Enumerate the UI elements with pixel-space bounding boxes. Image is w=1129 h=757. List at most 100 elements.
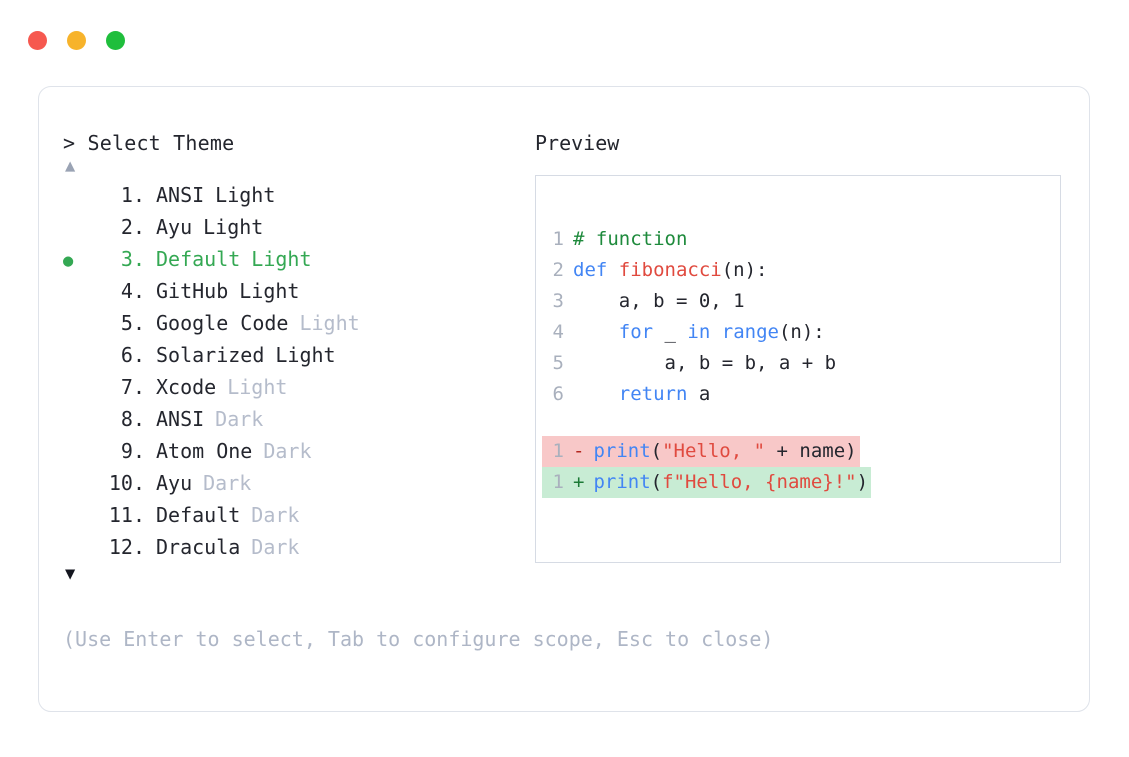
theme-item-number: 1. bbox=[120, 183, 145, 207]
code-line: 3 a, b = 0, 1 bbox=[542, 286, 1060, 317]
theme-item-variant: Dark bbox=[251, 535, 300, 559]
code-token: f"Hello, {name}!" bbox=[662, 471, 857, 493]
theme-list-item[interactable]: 12. Dracula Dark bbox=[63, 531, 533, 563]
theme-item-variant: Dark bbox=[263, 439, 312, 463]
bullet-placeholder bbox=[63, 405, 93, 437]
diff-marker: - bbox=[573, 440, 585, 462]
minimize-window-button[interactable] bbox=[67, 31, 86, 50]
theme-item-name: ANSI bbox=[156, 407, 205, 431]
theme-item-name: Ayu bbox=[156, 471, 193, 495]
diff-line-text: print("Hello, " + name) bbox=[593, 436, 856, 467]
code-line-number: 5 bbox=[552, 352, 564, 374]
theme-item-variant: Light bbox=[299, 311, 360, 335]
code-line-number: 4 bbox=[552, 321, 564, 343]
diff-marker: + bbox=[573, 471, 585, 493]
theme-item-name: Ayu bbox=[156, 215, 193, 239]
theme-item-name: Dracula bbox=[156, 535, 241, 559]
code-line-text: for _ in range(n): bbox=[564, 317, 825, 348]
theme-item-variant: Light bbox=[275, 343, 336, 367]
theme-list-item[interactable]: 6. Solarized Light bbox=[63, 339, 533, 371]
code-token: a, b = 0, 1 bbox=[573, 290, 745, 312]
theme-item-variant: Light bbox=[239, 279, 300, 303]
bullet-placeholder bbox=[63, 341, 93, 373]
theme-item-variant: Dark bbox=[251, 503, 300, 527]
diff-line-text: print(f"Hello, {name}!") bbox=[593, 467, 868, 498]
code-line: 5 a, b = b, a + b bbox=[542, 348, 1060, 379]
code-token: (n): bbox=[778, 321, 825, 343]
bullet-placeholder bbox=[63, 213, 93, 245]
code-spacer bbox=[542, 410, 1060, 436]
scroll-down-arrow-icon[interactable]: ▼ bbox=[65, 564, 76, 584]
theme-item-variant: Light bbox=[251, 247, 312, 271]
keyboard-hint: (Use Enter to select, Tab to configure s… bbox=[63, 627, 774, 651]
theme-item-variant: Light bbox=[203, 215, 264, 239]
theme-item-number: 10. bbox=[108, 471, 145, 495]
code-token: for bbox=[618, 321, 654, 343]
code-line-number: 2 bbox=[552, 259, 564, 281]
bullet-placeholder bbox=[63, 501, 93, 533]
bullet-placeholder bbox=[63, 277, 93, 309]
code-token: a, b = b, a + b bbox=[573, 352, 837, 374]
bullet-placeholder bbox=[63, 469, 93, 501]
code-line: 6 return a bbox=[542, 379, 1060, 410]
bullet-placeholder bbox=[63, 309, 93, 341]
code-line-text: return a bbox=[564, 379, 711, 410]
code-line-number: 6 bbox=[552, 383, 564, 405]
theme-item-number: 4. bbox=[120, 279, 145, 303]
theme-item-variant: Dark bbox=[215, 407, 264, 431]
theme-item-name: Solarized bbox=[156, 343, 265, 367]
code-token: + name) bbox=[765, 440, 857, 462]
bullet-placeholder bbox=[63, 437, 93, 469]
code-token bbox=[573, 383, 619, 405]
selected-bullet-icon: ● bbox=[63, 251, 74, 271]
theme-item-name: GitHub bbox=[156, 279, 229, 303]
theme-item-number: 6. bbox=[120, 343, 145, 367]
diff-line-number: 1 bbox=[552, 471, 564, 493]
theme-list-item[interactable]: 4. GitHub Light bbox=[63, 275, 533, 307]
theme-item-number: 12. bbox=[108, 535, 145, 559]
bullet-placeholder bbox=[63, 181, 93, 213]
code-token: (n): bbox=[721, 259, 768, 281]
close-window-button[interactable] bbox=[28, 31, 47, 50]
window-controls bbox=[28, 31, 125, 50]
bullet-placeholder bbox=[63, 373, 93, 405]
theme-list-item[interactable]: 2. Ayu Light bbox=[63, 211, 533, 243]
scroll-up-arrow-icon[interactable]: ▲ bbox=[65, 156, 76, 176]
code-token: a bbox=[687, 383, 711, 405]
maximize-window-button[interactable] bbox=[106, 31, 125, 50]
code-token: def bbox=[573, 259, 619, 281]
theme-item-name: Default bbox=[156, 247, 241, 271]
theme-item-variant: Light bbox=[227, 375, 288, 399]
code-line-text: a, b = b, a + b bbox=[564, 348, 837, 379]
code-token: return bbox=[618, 383, 688, 405]
code-token: # function bbox=[573, 228, 688, 250]
code-token bbox=[573, 321, 619, 343]
theme-item-name: Default bbox=[156, 503, 241, 527]
theme-item-name: Atom One bbox=[156, 439, 253, 463]
theme-item-number: 2. bbox=[120, 215, 145, 239]
theme-item-name: ANSI bbox=[156, 183, 205, 207]
code-token: print bbox=[593, 471, 651, 493]
select-theme-prompt: > Select Theme bbox=[63, 131, 235, 155]
code-token: print bbox=[593, 440, 651, 462]
code-token: range bbox=[721, 321, 779, 343]
bullet-placeholder bbox=[63, 533, 93, 565]
diff-added-line: 1 + print(f"Hello, {name}!") bbox=[542, 467, 872, 498]
theme-item-number: 9. bbox=[120, 439, 145, 463]
code-line-text: a, b = 0, 1 bbox=[564, 286, 745, 317]
code-line-number: 3 bbox=[552, 290, 564, 312]
theme-list-item[interactable]: 9. Atom One Dark bbox=[63, 435, 533, 467]
